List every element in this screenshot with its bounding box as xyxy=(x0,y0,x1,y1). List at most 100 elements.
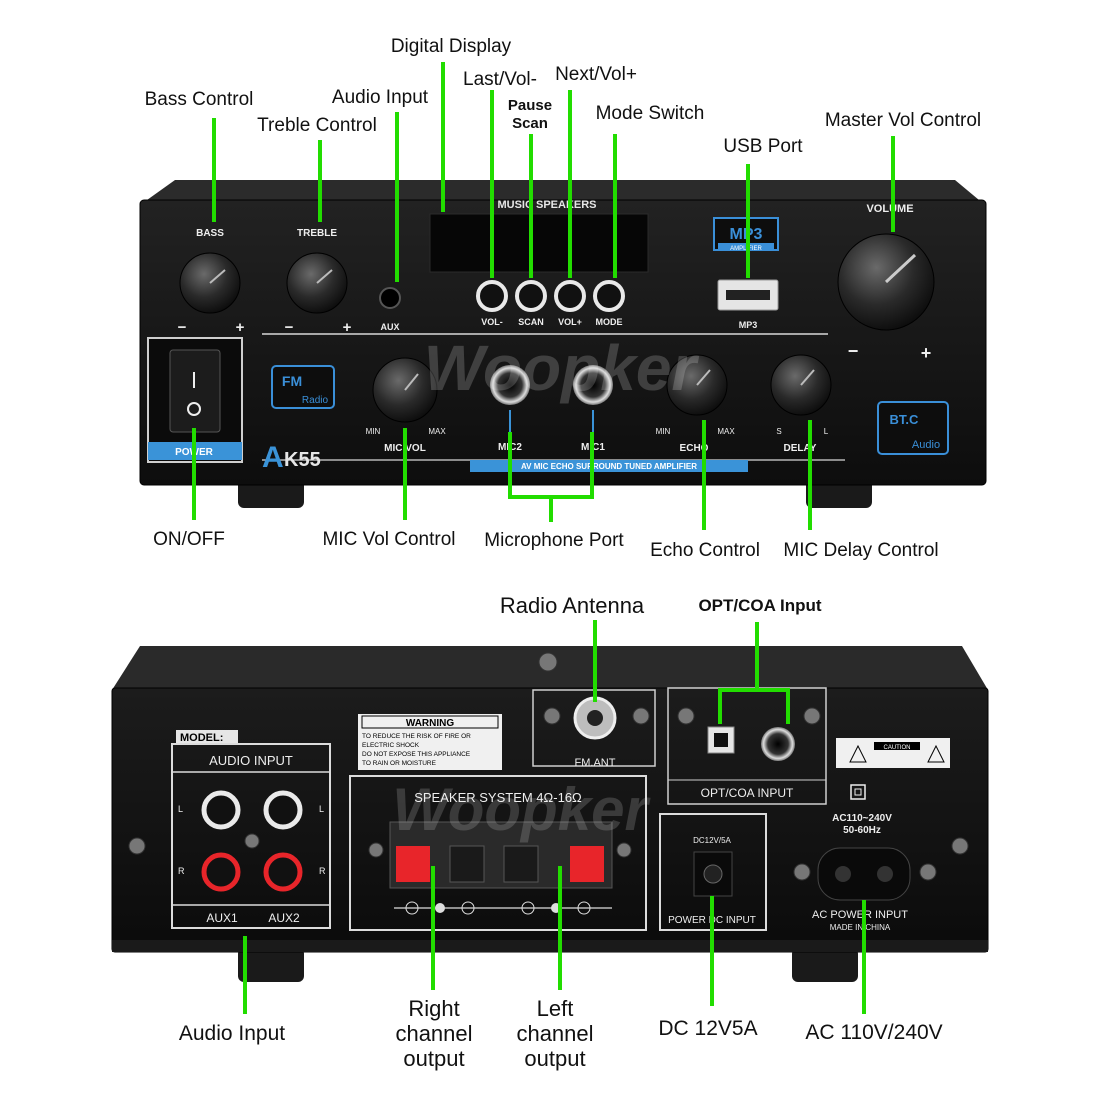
echo-max: MAX xyxy=(717,427,735,436)
scan-button[interactable] xyxy=(515,280,547,312)
aux-jack[interactable] xyxy=(379,287,401,309)
feature-strip xyxy=(470,460,748,472)
ac-frequency-label: 50-60Hz xyxy=(843,825,881,836)
volume-minus: − xyxy=(848,341,859,361)
front-panel: MUSIC SPEAKERS BASS − + TREBLE − + AUX V… xyxy=(139,180,987,508)
fm-sub-text: Radio xyxy=(302,395,329,406)
warning-line-3: DO NOT EXPOSE THIS APPLIANCE xyxy=(362,751,471,758)
delay-knob[interactable] xyxy=(770,354,832,416)
button-label-mode: MODE xyxy=(596,317,623,327)
model-number: K55 xyxy=(284,449,321,471)
callout-right-channel-output: Right channel output xyxy=(395,996,472,1071)
warning-label xyxy=(358,714,502,770)
vol-minus-button[interactable] xyxy=(476,280,508,312)
speaker-system-box xyxy=(349,775,647,931)
audio-input-box xyxy=(171,743,331,929)
fm-badge xyxy=(271,365,335,409)
callout-audio-input-rear: Audio Input xyxy=(178,1022,286,1045)
aux1-label: AUX1 xyxy=(206,911,238,925)
warning-line-1: TO REDUCE THE RISK OF FIRE OR xyxy=(362,733,471,740)
dc-rating-label: DC12V/5A xyxy=(693,836,731,845)
screw-top xyxy=(538,652,558,672)
screw-left xyxy=(128,837,146,855)
bass-label: BASS xyxy=(196,228,224,239)
made-in-label: MADE IN CHINA xyxy=(830,923,891,932)
left-minus-terminal[interactable] xyxy=(503,845,539,883)
rear-foot-left xyxy=(238,948,304,982)
callout-audio-input-front: Audio Input xyxy=(331,87,429,108)
button-label-scan: SCAN xyxy=(518,317,544,327)
bass-minus: − xyxy=(178,319,187,336)
aux2-right-rca[interactable] xyxy=(263,852,303,892)
mic-vol-min: MIN xyxy=(366,427,381,436)
rear-foot-right xyxy=(792,948,858,982)
mic2-jack[interactable] xyxy=(490,365,530,405)
fm-text: FM xyxy=(282,373,302,389)
callout-on-off: ON/OFF xyxy=(153,529,225,550)
callout-last-vol: Last/Vol- xyxy=(463,69,537,90)
treble-plus: + xyxy=(343,319,352,336)
digital-display xyxy=(429,213,649,273)
callout-bass-control: Bass Control xyxy=(144,89,254,110)
bass-plus: + xyxy=(236,319,245,336)
mic-vol-knob[interactable] xyxy=(372,357,438,423)
model-letter: A xyxy=(262,441,284,474)
aux2-label: AUX2 xyxy=(268,911,300,925)
echo-min: MIN xyxy=(656,427,671,436)
treble-knob[interactable] xyxy=(286,252,348,314)
bass-knob[interactable] xyxy=(179,252,241,314)
left-channel-line-1: Left xyxy=(536,996,574,1021)
warning-line-4: TO RAIN OR MOISTURE xyxy=(362,760,437,767)
feature-strip-text: AV MIC ECHO SURROUND TUNED AMPLIFIER xyxy=(521,462,697,471)
music-speakers-label: MUSIC SPEAKERS xyxy=(497,199,596,211)
vol-plus-button[interactable] xyxy=(554,280,586,312)
coaxial-input[interactable] xyxy=(761,727,795,761)
callout-treble-control: Treble Control xyxy=(257,115,377,136)
mode-button[interactable] xyxy=(593,280,625,312)
aux1-right-rca[interactable] xyxy=(201,852,241,892)
mp3-label: MP3 xyxy=(739,320,758,330)
warning-title: WARNING xyxy=(406,718,455,729)
speaker-system-label: SPEAKER SYSTEM 4Ω-16Ω xyxy=(414,790,582,805)
right-channel-line-1: Right xyxy=(408,996,460,1021)
right-channel-line-2: channel xyxy=(395,1021,473,1046)
delay-l: L xyxy=(824,427,829,436)
screw-right xyxy=(951,837,969,855)
callout-mic-vol-control: MIC Vol Control xyxy=(322,529,456,550)
echo-knob[interactable] xyxy=(666,354,728,416)
treble-minus: − xyxy=(285,319,294,336)
left-plus-terminal[interactable] xyxy=(570,846,604,882)
aux-l-right: L xyxy=(319,804,324,814)
bt-badge xyxy=(877,401,949,455)
callout-pause: Pause xyxy=(507,97,553,114)
button-label-vol-plus: VOL+ xyxy=(558,317,582,327)
model-plate xyxy=(176,730,238,743)
aux2-left-rca[interactable] xyxy=(263,790,303,830)
left-channel-line-2: channel xyxy=(516,1021,594,1046)
caution-text: CAUTION xyxy=(884,745,911,751)
delay-s: S xyxy=(776,427,781,436)
audio-input-label: AUDIO INPUT xyxy=(209,753,293,768)
callout-opt-coa-input: OPT/COA Input xyxy=(698,596,822,615)
treble-label: TREBLE xyxy=(297,228,337,239)
ac-power-socket[interactable] xyxy=(817,847,911,901)
volume-plus: + xyxy=(921,343,932,363)
right-minus-terminal[interactable] xyxy=(449,845,485,883)
callout-mic-delay-control: MIC Delay Control xyxy=(783,540,939,561)
mic-vol-max: MAX xyxy=(428,427,446,436)
callout-digital-display: Digital Display xyxy=(390,36,512,57)
volume-knob[interactable] xyxy=(837,233,935,331)
watermark-front: Woopker xyxy=(424,332,700,404)
rear-panel: MODEL: AUDIO INPUT L L R R AUX1 AUX2 WAR… xyxy=(111,646,989,982)
callout-next-vol: Next/Vol+ xyxy=(555,64,637,85)
callout-scan: Scan xyxy=(512,115,548,132)
warning-line-2: ELECTRIC SHOCK xyxy=(362,742,420,749)
mic1-jack[interactable] xyxy=(573,365,613,405)
aux1-left-rca[interactable] xyxy=(201,790,241,830)
right-plus-terminal[interactable] xyxy=(396,846,430,882)
power-switch[interactable] xyxy=(169,349,221,433)
watermark-rear: Woopker xyxy=(392,776,651,843)
callout-echo-control: Echo Control xyxy=(650,540,760,561)
fm-ant-label: FM.ANT xyxy=(575,757,616,769)
